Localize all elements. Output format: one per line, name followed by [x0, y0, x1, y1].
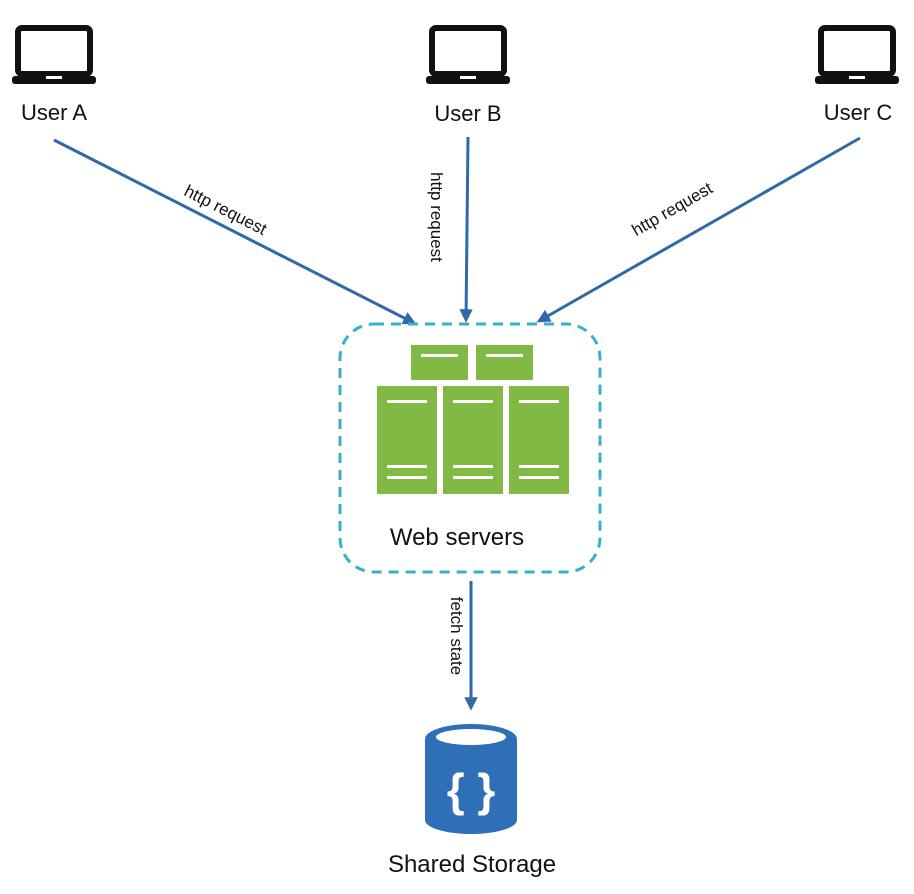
laptop-icon — [426, 25, 510, 84]
edge-user-c-to-web-servers — [536, 136, 861, 323]
server-cluster-icon — [374, 345, 572, 497]
edge-user-b-to-web-servers — [459, 136, 473, 323]
edge-user-c-label: http request — [629, 178, 716, 239]
laptop-icon — [815, 25, 899, 84]
user-b-node: User B — [426, 25, 510, 126]
web-servers-node: Web servers — [338, 322, 602, 574]
user-b-label: User B — [434, 101, 501, 126]
edge-user-a-to-web-servers — [53, 138, 417, 325]
shared-storage-node: { } Shared Storage — [388, 724, 556, 878]
database-cylinder-icon: { } — [425, 724, 517, 834]
edge-user-b-label: http request — [427, 172, 446, 262]
shared-storage-label: Shared Storage — [388, 851, 556, 878]
laptop-icon — [12, 25, 96, 84]
database-braces-symbol: { } — [447, 764, 496, 816]
user-a-node: User A — [12, 25, 96, 125]
user-c-label: User C — [824, 100, 893, 125]
user-a-label: User A — [21, 100, 87, 125]
edge-fetch-state-label: fetch state — [447, 597, 466, 675]
web-servers-label: Web servers — [390, 524, 524, 551]
user-c-node: User C — [815, 25, 899, 125]
